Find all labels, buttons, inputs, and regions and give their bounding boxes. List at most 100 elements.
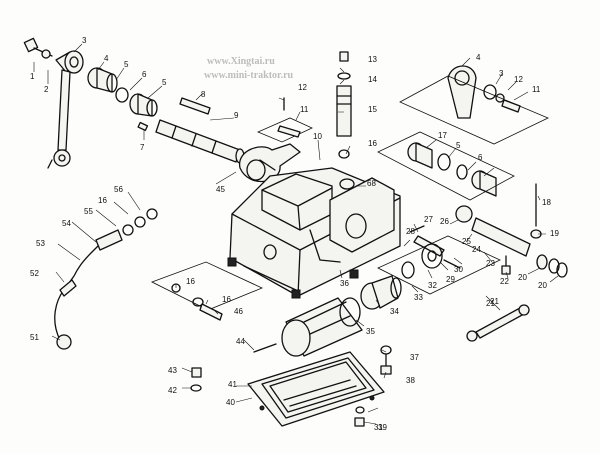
part-label: 13 bbox=[368, 55, 377, 64]
part-label: 27 bbox=[424, 215, 433, 224]
bolt-39 bbox=[354, 406, 365, 427]
part-label: 17 bbox=[438, 131, 447, 140]
part-label: 38 bbox=[406, 376, 415, 385]
part-label: 16 bbox=[368, 139, 377, 148]
part-label: 20 bbox=[538, 281, 547, 290]
part-label: 56 bbox=[114, 185, 123, 194]
clamp-45 bbox=[239, 143, 301, 183]
part-label: 51 bbox=[30, 333, 39, 342]
part-label: 68 bbox=[367, 179, 376, 188]
leader-lines bbox=[33, 43, 559, 425]
part-label: 19 bbox=[550, 229, 559, 238]
part-label: 24 bbox=[472, 245, 481, 254]
key-7 bbox=[137, 121, 149, 132]
bracket-frame-16 bbox=[150, 261, 264, 311]
part-label: 6 bbox=[142, 70, 147, 79]
bracket-frame-11 bbox=[256, 117, 313, 143]
part-label: 42 bbox=[168, 386, 177, 395]
part-label: 31 bbox=[374, 423, 383, 432]
plunger-15 bbox=[336, 51, 352, 159]
part-label: 2 bbox=[44, 85, 49, 94]
part-number-labels: 1 2 3 4 5 6 5 7 8 9 10 11 12 13 14 15 16… bbox=[30, 36, 559, 432]
bracket-frame-right bbox=[399, 75, 549, 145]
bolt-42-43 bbox=[190, 367, 202, 392]
part-label: 46 bbox=[234, 307, 243, 316]
part-label: 16 bbox=[222, 295, 231, 304]
link-rod-21 bbox=[466, 304, 530, 342]
bolt-18 bbox=[530, 183, 542, 239]
part-label: 8 bbox=[201, 90, 206, 99]
main-valve-housing bbox=[227, 159, 401, 299]
cylinder-34 bbox=[360, 261, 415, 310]
washer-2 bbox=[41, 49, 51, 59]
part-label: 33 bbox=[414, 293, 423, 302]
part-label: 10 bbox=[313, 132, 322, 141]
bushing-set-top-left bbox=[87, 67, 158, 117]
part-label: 30 bbox=[454, 265, 463, 274]
part-label: 12 bbox=[298, 83, 307, 92]
part-label: 44 bbox=[236, 337, 245, 346]
watermark-line-1: www.Xingtai.ru bbox=[207, 56, 275, 67]
part-label: 37 bbox=[410, 353, 419, 362]
part-label: 18 bbox=[542, 198, 551, 207]
part-label: 21 bbox=[490, 297, 499, 306]
part-label: 22 bbox=[500, 277, 509, 286]
part-label: 43 bbox=[168, 366, 177, 375]
watermark-line-2: www.mini-traktor.ru bbox=[204, 70, 294, 81]
part-label: 39 bbox=[378, 423, 387, 432]
right-lever-4 bbox=[447, 65, 521, 119]
oil-pipe-assembly bbox=[54, 208, 158, 350]
part-label: 55 bbox=[84, 207, 93, 216]
part-label: 16 bbox=[98, 196, 107, 205]
part-label: 35 bbox=[366, 327, 375, 336]
part-label: 29 bbox=[446, 275, 455, 284]
part-label: 4 bbox=[104, 54, 109, 63]
part-label: 6 bbox=[478, 153, 483, 162]
part-label: 14 bbox=[368, 75, 377, 84]
part-label: 11 bbox=[300, 105, 309, 114]
part-label: 16 bbox=[186, 277, 195, 286]
part-label: 9 bbox=[234, 111, 239, 120]
part-label: 3 bbox=[499, 69, 504, 78]
part-label: 25 bbox=[462, 237, 471, 246]
bolt-46 bbox=[171, 283, 223, 321]
part-label: 36 bbox=[340, 279, 349, 288]
part-label: 11 bbox=[532, 85, 541, 94]
part-label: 34 bbox=[390, 307, 399, 316]
part-label: 4 bbox=[476, 53, 481, 62]
part-label: 54 bbox=[62, 219, 71, 228]
part-label: 52 bbox=[30, 269, 39, 278]
part-label: 41 bbox=[228, 380, 237, 389]
part-label: 45 bbox=[216, 185, 225, 194]
bolt-37-38 bbox=[380, 345, 392, 375]
part-label: 32 bbox=[428, 281, 437, 290]
part-label: 15 bbox=[368, 105, 377, 114]
pin-assembly-27-28 bbox=[409, 225, 461, 269]
bushing-set-17 bbox=[407, 142, 497, 197]
part-label: 53 bbox=[36, 239, 45, 248]
left-lever-arm bbox=[47, 50, 84, 169]
part-label: 21 bbox=[486, 299, 495, 308]
large-cylinder-35 bbox=[281, 297, 363, 357]
pin-11 bbox=[277, 125, 301, 138]
part-label: 5 bbox=[162, 78, 167, 87]
part-label: 1 bbox=[30, 72, 35, 81]
bracket-frame-29 bbox=[377, 235, 501, 295]
pin-44 bbox=[253, 343, 277, 353]
shaft-9 bbox=[155, 97, 245, 164]
part-label: 26 bbox=[440, 217, 449, 226]
oil-pan-40 bbox=[247, 351, 385, 427]
part-label: 23 bbox=[486, 259, 495, 268]
part-label: 20 bbox=[518, 273, 527, 282]
part-label: 12 bbox=[514, 75, 523, 84]
part-label: 5 bbox=[456, 141, 461, 150]
part-label: 40 bbox=[226, 398, 235, 407]
part-label: 3 bbox=[82, 36, 87, 45]
right-shaft-assembly bbox=[455, 205, 568, 278]
part-label: 7 bbox=[140, 143, 145, 152]
part-label: 5 bbox=[124, 60, 129, 69]
bracket-frame-17 bbox=[377, 131, 515, 201]
part-label: 28 bbox=[406, 227, 415, 236]
